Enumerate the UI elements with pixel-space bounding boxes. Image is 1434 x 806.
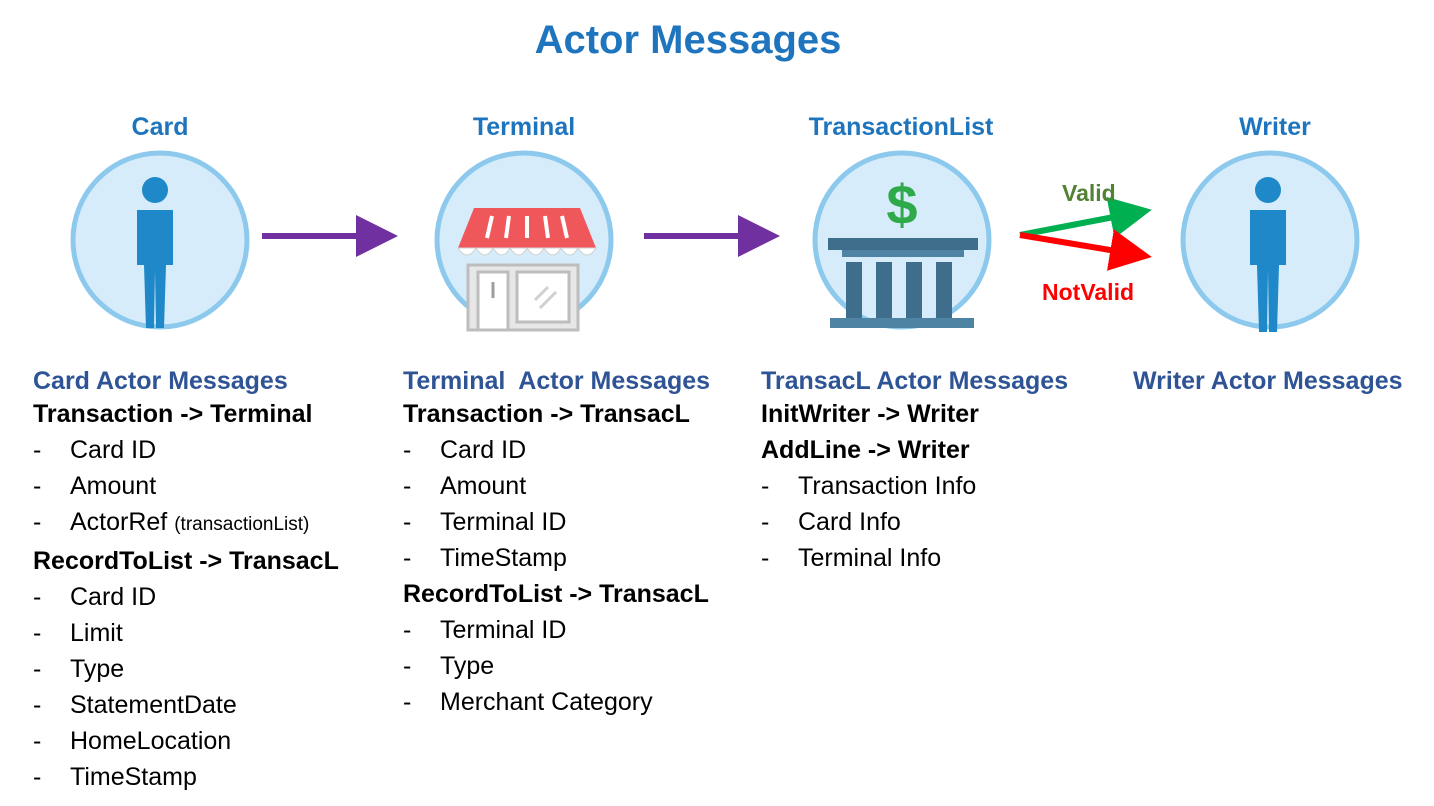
section-heading: Card Actor Messages xyxy=(33,367,288,395)
message-command: RecordToList -> TransacL xyxy=(403,580,709,608)
svg-text:$: $ xyxy=(886,173,917,236)
section-heading: TransacL Actor Messages xyxy=(761,367,1069,395)
notvalid-label: NotValid xyxy=(1042,279,1135,305)
message-field: -Card Info xyxy=(761,508,901,536)
diagram-title: Actor Messages xyxy=(534,18,842,62)
message-field: -Card ID xyxy=(403,436,527,464)
message-command: AddLine -> Writer xyxy=(761,436,970,464)
writer-messages-section: Writer Actor Messages xyxy=(1133,367,1403,396)
message-field: -Type xyxy=(403,652,495,680)
message-command: Transaction -> Terminal xyxy=(33,400,313,428)
message-list: Transaction -> TransacL -Card ID -Amount… xyxy=(403,396,710,720)
message-field: -Card ID xyxy=(33,583,157,611)
terminal-messages-section: Terminal Actor Messages Transaction -> T… xyxy=(403,367,710,720)
message-list: InitWriter -> Writer AddLine -> Writer -… xyxy=(761,396,1068,576)
message-field: -Amount xyxy=(403,472,527,500)
message-field: -Terminal ID xyxy=(403,508,567,536)
arrow-valid xyxy=(1019,197,1152,239)
message-field: -Card ID xyxy=(33,436,157,464)
message-field: -Merchant Category xyxy=(403,688,653,716)
message-field: -Type xyxy=(33,655,125,683)
arrow-notvalid xyxy=(1019,229,1152,271)
actor-name-card: Card xyxy=(131,113,189,141)
message-field: -HomeLocation xyxy=(33,727,232,755)
message-field: -Terminal ID xyxy=(403,616,567,644)
message-command: RecordToList -> TransacL xyxy=(33,547,339,575)
valid-label: Valid xyxy=(1062,180,1116,206)
actor-name-transactionlist: TransactionList xyxy=(808,113,994,141)
message-field: -ActorRef (transactionList) xyxy=(33,508,310,536)
message-list: Transaction -> Terminal -Card ID -Amount… xyxy=(33,396,339,795)
message-command: Transaction -> TransacL xyxy=(403,400,690,428)
message-field: -StatementDate xyxy=(33,691,237,719)
transactionlist-bank-dollar-icon: $ xyxy=(812,150,992,330)
actor-name-writer: Writer xyxy=(1239,113,1311,141)
message-field: -Amount xyxy=(33,472,157,500)
actor-name-terminal: Terminal xyxy=(472,113,576,141)
section-heading: Terminal Actor Messages xyxy=(403,367,711,395)
message-field: -TimeStamp xyxy=(33,763,197,791)
card-messages-section: Card Actor Messages Transaction -> Termi… xyxy=(33,367,339,795)
field-note: (transactionList) xyxy=(174,514,310,535)
message-field: -Transaction Info xyxy=(761,472,977,500)
terminal-storefront-icon xyxy=(434,150,614,332)
message-field: -Limit xyxy=(33,619,123,647)
message-field: -Terminal Info xyxy=(761,544,942,572)
transacl-messages-section: TransacL Actor Messages InitWriter -> Wr… xyxy=(761,367,1068,576)
message-command: InitWriter -> Writer xyxy=(761,400,979,428)
message-field: -TimeStamp xyxy=(403,544,567,572)
card-person-icon xyxy=(70,150,250,330)
writer-person-icon xyxy=(1180,150,1360,332)
section-heading: Writer Actor Messages xyxy=(1133,367,1403,395)
